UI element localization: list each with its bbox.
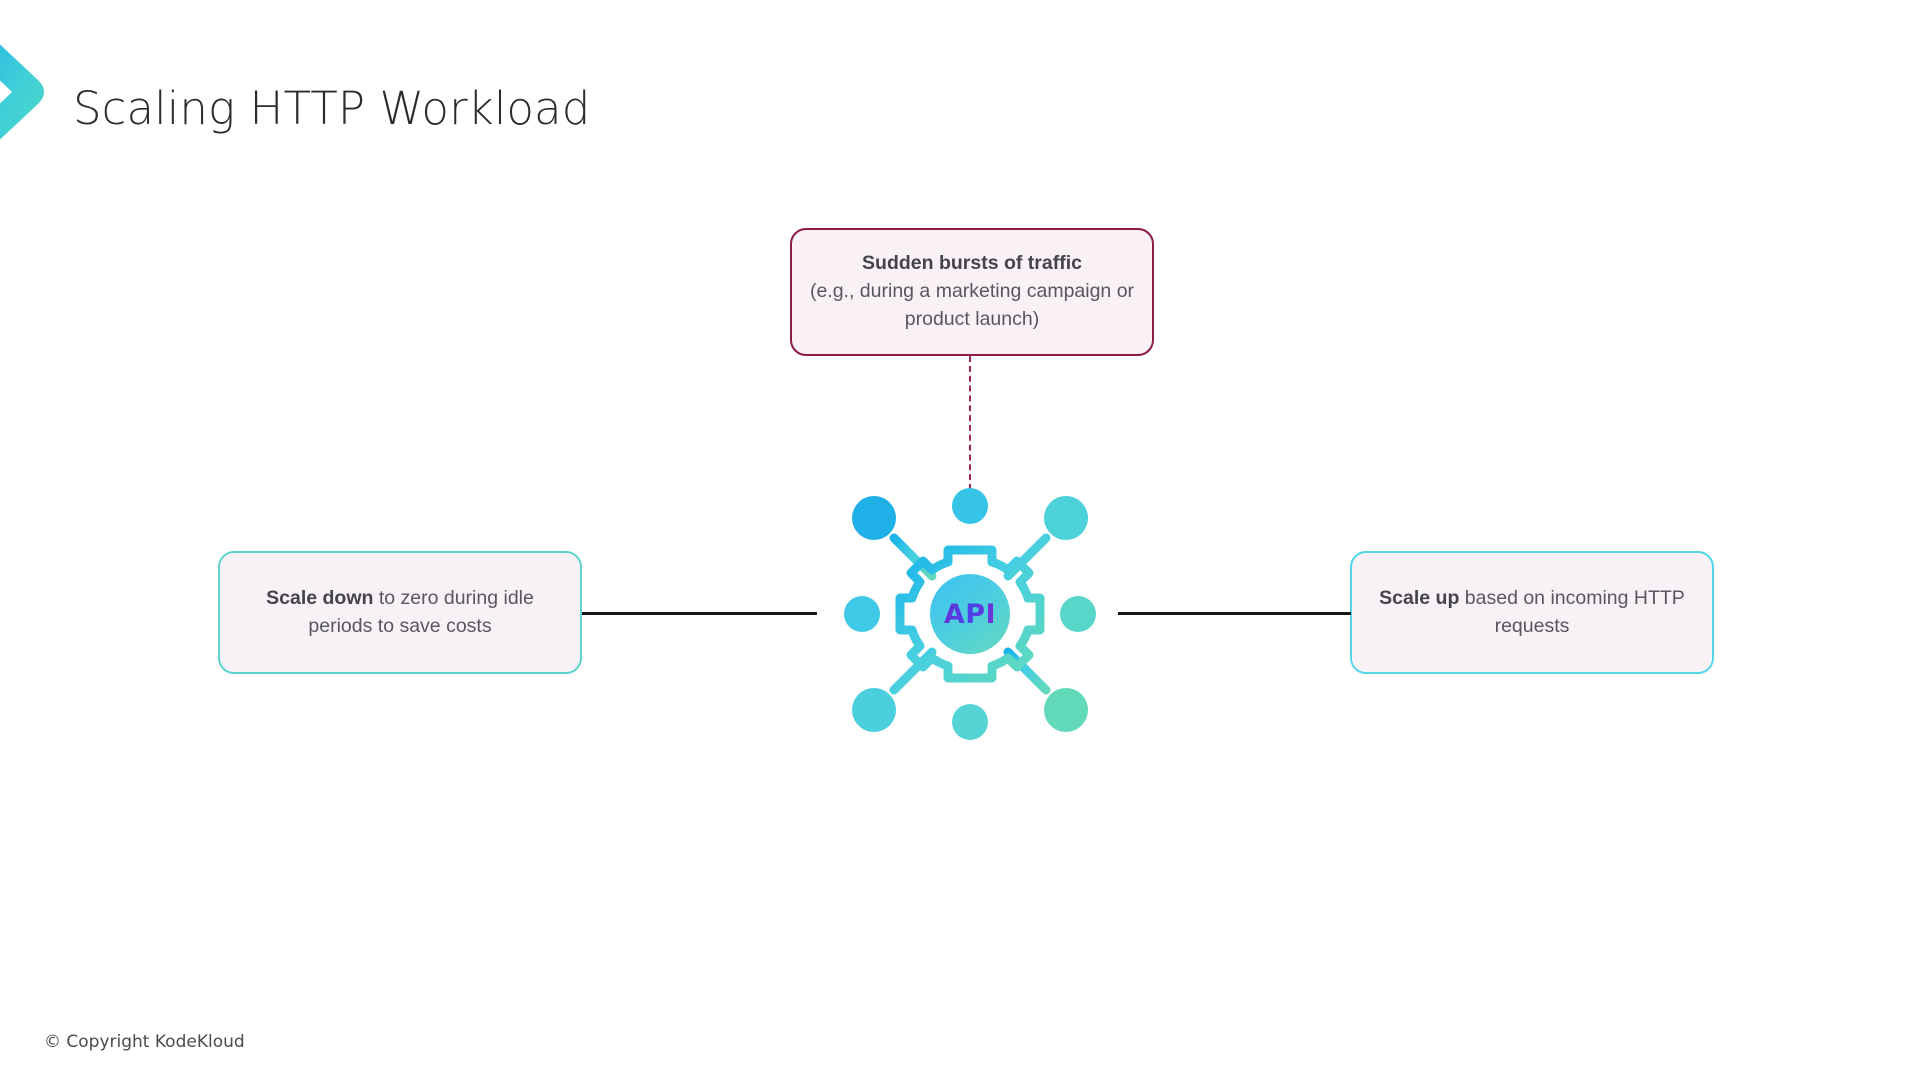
hub-node-bottom [952, 704, 988, 740]
hub-node-top-right [1044, 496, 1088, 540]
copyright-notice: © Copyright KodeKloud [44, 1032, 245, 1052]
connector-scale-up-to-hub [1118, 612, 1351, 615]
api-hub-svg [844, 488, 1096, 740]
callout-burst-detail: (e.g., during a marketing campaign or pr… [809, 280, 1135, 330]
chevron-right-logo-icon [0, 44, 44, 140]
callout-burst-bold: Sudden bursts of traffic [862, 252, 1082, 275]
callout-scale-up-bold: Scale up [1379, 586, 1460, 609]
callout-scale-down-text: Scale down to zero during idle periods t… [220, 585, 580, 640]
hub-node-top-left [852, 496, 896, 540]
callout-scale-up-detail: based on incoming HTTP requests [1459, 586, 1685, 637]
hub-node-bottom-left [852, 688, 896, 732]
callout-scale-up-text: Scale up based on incoming HTTP requests [1352, 585, 1712, 640]
connector-burst-to-hub [969, 356, 971, 490]
connector-scale-down-to-hub [582, 612, 817, 615]
hub-node-top [952, 488, 988, 524]
hub-node-right [1060, 596, 1096, 632]
hub-node-bottom-right [1044, 688, 1088, 732]
callout-burst-text: Sudden bursts of traffic (e.g., during a… [792, 250, 1152, 333]
hub-node-left [844, 596, 880, 632]
api-gear-network-icon: API [832, 476, 1108, 752]
callout-scale-down-detail: to zero during idle periods to save cost… [308, 586, 534, 637]
callout-scale-down-to-zero: Scale down to zero during idle periods t… [218, 551, 582, 674]
callout-scale-up-http-requests: Scale up based on incoming HTTP requests [1350, 551, 1714, 674]
page-title: Scaling HTTP Workload [73, 82, 591, 135]
api-core-circle [930, 574, 1010, 654]
callout-scale-down-bold: Scale down [266, 586, 374, 609]
callout-sudden-bursts-of-traffic: Sudden bursts of traffic (e.g., during a… [790, 228, 1154, 356]
